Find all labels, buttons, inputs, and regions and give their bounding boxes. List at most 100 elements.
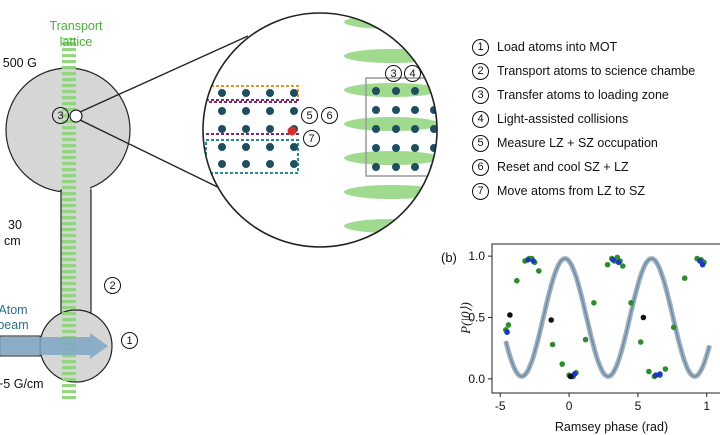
step-text: Light-assisted collisions [497, 112, 629, 126]
atom-dot [372, 163, 380, 171]
circled-label-3-zoom: 3 [385, 65, 402, 82]
y-axis-label: P(|0⟩) [458, 302, 473, 335]
zoom-view [203, 13, 437, 247]
atom-dot [411, 106, 419, 114]
move-marker [287, 126, 297, 136]
step-number: 6 [472, 158, 489, 176]
atom-dot [266, 125, 274, 133]
atom-beam-label-line2: beam [0, 318, 29, 332]
atom-beam-arrow [0, 333, 108, 359]
data-point [582, 336, 589, 343]
x-axis-label: Ramsey phase (rad) [555, 420, 668, 434]
step-text: Transfer atoms to loading zone [497, 88, 669, 102]
data-point [567, 373, 574, 380]
atom-dot [290, 160, 298, 168]
atom-dot [411, 144, 419, 152]
data-point [640, 314, 647, 321]
atom-dot [242, 89, 250, 97]
x-tick-label: -5 [495, 399, 506, 413]
data-point [657, 371, 663, 377]
data-point [637, 339, 644, 345]
transport-lattice [62, 38, 76, 400]
tweezer-lattice-ellipse [344, 151, 437, 165]
data-point [525, 257, 531, 263]
data-point [646, 368, 652, 375]
y-tick-label: 1.0 [468, 249, 485, 263]
step-text: Reset and cool SZ + LZ [497, 160, 629, 174]
chart-frame [491, 243, 720, 394]
step-item: 2 Transport atoms to science chambe [472, 60, 720, 82]
y-tick-label: 0.0 [468, 372, 485, 386]
atom-dot [430, 125, 437, 133]
atom-dot [218, 89, 226, 97]
tweezer-lattice-ellipse [344, 185, 437, 199]
atom-dot [218, 107, 226, 115]
atom-dot [290, 143, 298, 151]
atom-dot [392, 163, 400, 171]
data-point [536, 268, 542, 274]
atom-dot [392, 144, 400, 152]
atom-dot [290, 89, 298, 97]
circled-label-4-zoom: 4 [404, 65, 421, 82]
step-text: Transport atoms to science chambe [497, 64, 696, 78]
atom-dot [218, 125, 226, 133]
step-item: 6 Reset and cool SZ + LZ [472, 156, 720, 178]
atom-dot [242, 107, 250, 115]
x-tick-label: 5 [635, 399, 642, 413]
step-text: Move atoms from LZ to SZ [497, 184, 645, 198]
atom-dot [392, 87, 400, 95]
step-number: 4 [472, 110, 489, 128]
transport-lattice-label-line1: Transport [49, 19, 103, 33]
atom-dot [242, 143, 250, 151]
circled-label-6-zoom: 6 [321, 107, 338, 124]
step-number: 7 [472, 182, 489, 200]
step-number: 3 [472, 86, 489, 104]
atom-dot [218, 160, 226, 168]
circled-label-5-zoom: 5 [301, 107, 318, 124]
data-point [591, 300, 597, 306]
zoom-line-top [79, 35, 249, 113]
step-text: Measure LZ + SZ occupation [497, 136, 658, 150]
tweezer-lattice-ellipse [344, 83, 437, 97]
circled-label-7-zoom: 7 [303, 130, 320, 147]
atom-dot [411, 163, 419, 171]
data-point [662, 366, 669, 372]
data-point [670, 324, 677, 331]
circled-label-3-chamber: 3 [52, 107, 69, 124]
step-number: 2 [472, 62, 489, 80]
atom-dot [372, 125, 380, 133]
fit-curve-core [505, 257, 711, 378]
x-tick-label: 0 [566, 399, 573, 413]
atom-dot [372, 106, 380, 114]
atom-dot [290, 107, 298, 115]
data-point [610, 257, 616, 263]
atom-dot [218, 143, 226, 151]
loading-zone-marker [69, 109, 83, 123]
atom-dot [242, 125, 250, 133]
data-point [530, 258, 537, 264]
atom-dot [266, 143, 274, 151]
x-tick-label: 1 [703, 399, 710, 413]
dashed-outline-teal [205, 139, 299, 174]
tweezer-lattice-ellipse [344, 117, 437, 131]
atom-beam-label-line1: Atom [0, 303, 28, 317]
atom-dot [266, 89, 274, 97]
data-point [548, 317, 554, 323]
data-point [628, 300, 634, 306]
zoom-line-bottom [79, 119, 237, 197]
data-point [549, 341, 556, 348]
distance-label-line2: cm [4, 234, 21, 248]
data-point [615, 259, 622, 266]
zoom-circle [202, 12, 438, 248]
atom-dot [266, 107, 274, 115]
y-tick-label: 0.5 [468, 311, 485, 325]
field-top-label: ~ 500 G [0, 56, 37, 70]
data-point [699, 261, 706, 268]
step-item: 4 Light-assisted collisions [472, 108, 720, 130]
tweezer-lattice-ellipse [344, 219, 437, 233]
atom-dot [372, 87, 380, 95]
